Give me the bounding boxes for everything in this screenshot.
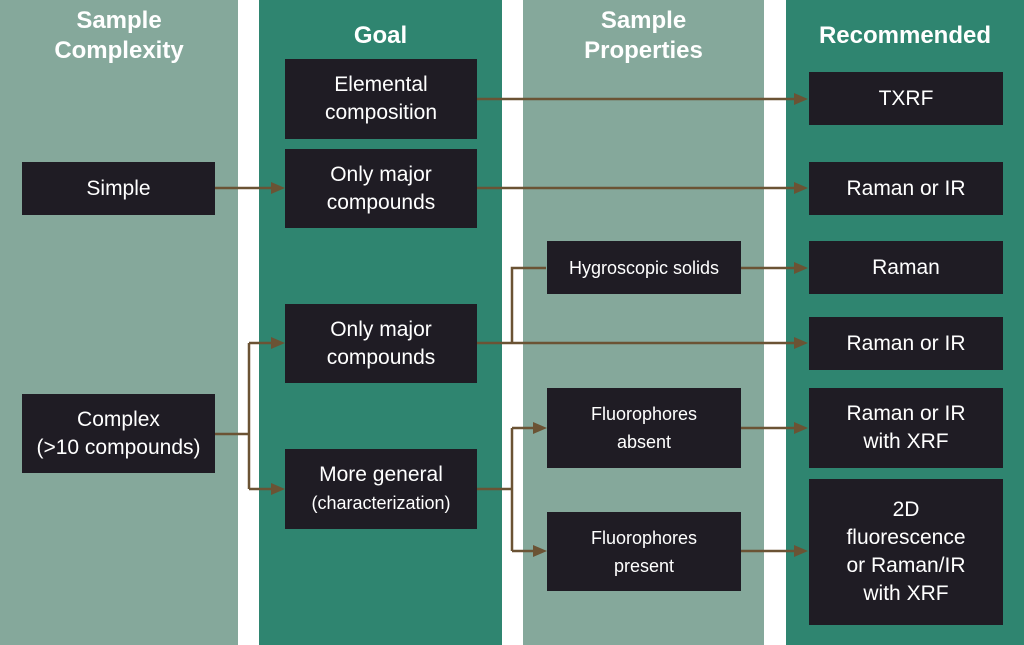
box-fluorophores-absent: Fluorophores absent <box>547 388 741 468</box>
box-more-general: More general (characterization) <box>285 449 477 529</box>
box-2d-fluorescence: 2D fluorescence or Raman/IR with XRF <box>809 479 1003 625</box>
arrowhead-fluoro-absent <box>533 422 547 434</box>
box-simple: Simple <box>22 162 215 215</box>
arrowhead-raman <box>794 262 808 274</box>
box-raman-or-ir-with-xrf: Raman or IR with XRF <box>809 388 1003 468</box>
arrowhead-fluorescence <box>794 545 808 557</box>
more-general-label: More general <box>319 463 443 486</box>
arrowhead-raman-ir-1 <box>794 182 808 194</box>
characterization-label: (characterization) <box>311 493 451 513</box>
box-complex: Complex (>10 compounds) <box>22 394 215 473</box>
arrowhead-raman-ir-xrf <box>794 422 808 434</box>
box-raman: Raman <box>809 241 1003 294</box>
arrowhead-raman-ir-2 <box>794 337 808 349</box>
arrowhead-general <box>271 483 285 495</box>
column-title-goal: Goal <box>353 22 408 49</box>
arrow-major-to-hygroscopic <box>510 266 546 343</box>
box-raman-or-ir-2: Raman or IR <box>809 317 1003 370</box>
arrow-general-branch <box>477 426 534 553</box>
box-hygroscopic-solids: Hygroscopic solids <box>547 241 741 294</box>
column-title-sample-properties: Sample Properties <box>584 7 703 64</box>
box-only-major-compounds-simple: Only major compounds <box>285 149 477 228</box>
box-raman-or-ir-1: Raman or IR <box>809 162 1003 215</box>
box-only-major-compounds-complex: Only major compounds <box>285 304 477 383</box>
column-title-recommended: Recommended <box>818 22 992 49</box>
column-title-sample-complexity: Sample Complexity <box>54 7 184 64</box>
arrow-complex-branch <box>215 341 272 491</box>
box-elemental-composition: Elemental composition <box>285 59 477 139</box>
box-txrf: TXRF <box>809 72 1003 125</box>
arrowhead-fluoro-present <box>533 545 547 557</box>
arrowhead-major-simple <box>271 182 285 194</box>
column-sample-complexity: Sample Complexity <box>0 0 238 645</box>
arrowhead-txrf <box>794 93 808 105</box>
arrowhead-major-complex <box>271 337 285 349</box>
box-fluorophores-present: Fluorophores present <box>547 512 741 591</box>
